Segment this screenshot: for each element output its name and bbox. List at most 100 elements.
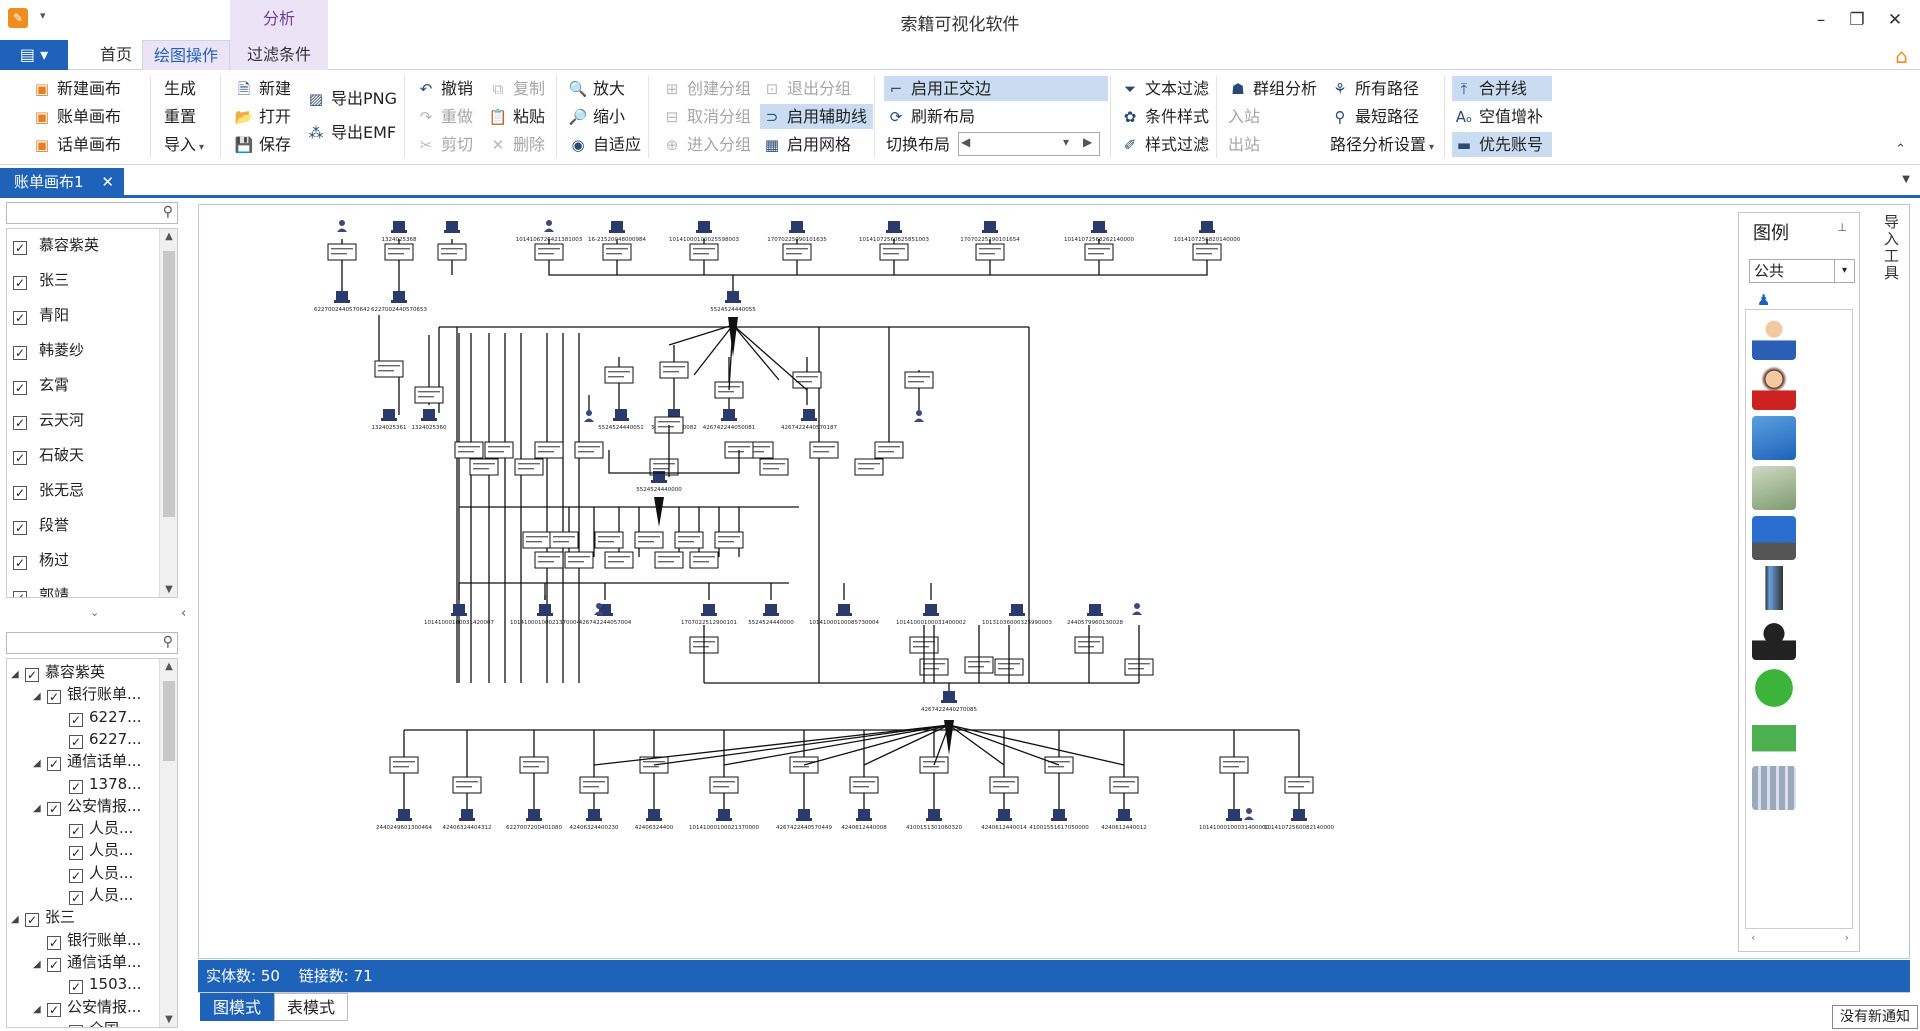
account-node[interactable] <box>613 418 629 421</box>
account-node[interactable] <box>393 291 405 301</box>
node-label[interactable]: 4240612440008 <box>841 825 887 831</box>
account-node[interactable] <box>611 221 623 231</box>
checkbox[interactable]: ✓ <box>47 801 61 816</box>
merge-lines-toggle[interactable]: ⤒合并线 <box>1452 76 1552 101</box>
enter-group-button[interactable]: ⊕进入分组 <box>660 132 757 157</box>
checkbox[interactable]: ✓ <box>13 451 27 465</box>
scroll-right-icon[interactable]: › <box>1844 931 1849 944</box>
scroll-left-icon[interactable]: ‹ <box>1751 931 1756 944</box>
checkbox[interactable]: ✓ <box>47 957 61 972</box>
account-node[interactable] <box>856 818 872 821</box>
prior-account-toggle[interactable]: ▬优先账号 <box>1452 132 1552 157</box>
tab-home[interactable]: 首页 <box>99 45 132 64</box>
person-list-item[interactable]: ✓慕容紫英 <box>13 233 99 257</box>
expand-icon[interactable]: ◢ <box>33 958 41 970</box>
account-node[interactable] <box>461 809 473 819</box>
person-node[interactable] <box>596 603 602 609</box>
node-label[interactable]: 5524524440051 <box>598 425 644 431</box>
node-label[interactable]: 4240612440012 <box>1101 825 1147 831</box>
node-label[interactable]: 42406324400 <box>635 825 674 831</box>
cash-icon[interactable] <box>1752 466 1796 510</box>
legend-horizontal-scrollbar[interactable]: ‹› <box>1747 931 1853 947</box>
call-canvas-button[interactable]: ▣话单画布 <box>30 132 127 157</box>
expand-icon[interactable]: ◢ <box>33 802 41 814</box>
person-list-item[interactable]: ✓张三 <box>13 268 69 292</box>
tab-graph-mode[interactable]: 图模式 <box>200 993 274 1021</box>
node-label[interactable]: 426742244050081 <box>703 425 756 431</box>
node-label[interactable]: 42406324404312 <box>443 825 492 831</box>
account-node[interactable] <box>1011 604 1023 614</box>
account-node[interactable] <box>398 809 410 819</box>
person-list-item[interactable]: ✓郭靖 <box>13 583 69 597</box>
account-node[interactable] <box>393 221 405 231</box>
chat-icon[interactable] <box>1752 666 1796 710</box>
account-node[interactable] <box>926 818 942 821</box>
reset-button[interactable]: 重置 <box>164 107 197 126</box>
person-node[interactable] <box>586 410 592 416</box>
grid-toggle[interactable]: ▦启用网格 <box>760 132 857 157</box>
person-node[interactable] <box>916 410 922 416</box>
account-node[interactable] <box>444 230 460 233</box>
account-node[interactable] <box>423 409 435 419</box>
person-list-item[interactable]: ✓青阳 <box>13 303 69 327</box>
fit-button[interactable]: ◉自适应 <box>566 132 647 157</box>
account-node[interactable] <box>588 809 600 819</box>
expand-icon[interactable]: ◢ <box>33 1003 41 1015</box>
account-node[interactable] <box>996 818 1012 821</box>
node-label[interactable]: 4240612440014 <box>981 825 1027 831</box>
splitter-down-icon[interactable]: ⌄ <box>90 606 100 619</box>
copy-button[interactable]: ⧉复制 <box>486 76 551 101</box>
checkbox[interactable]: ✓ <box>13 346 27 360</box>
tab-filter-conditions[interactable]: 过滤条件 <box>230 40 328 70</box>
cond-style-button[interactable]: ✿条件样式 <box>1118 104 1215 129</box>
person-list-scrollbar[interactable]: ▲ ▼ <box>159 229 177 597</box>
account-node[interactable] <box>334 300 350 303</box>
checkbox[interactable]: ✓ <box>69 734 83 749</box>
file-menu-button[interactable]: ▤ ▾ <box>0 40 68 70</box>
account-node[interactable] <box>1093 221 1105 231</box>
account-node[interactable] <box>801 418 817 421</box>
scroll-up-icon[interactable]: ▲ <box>165 231 173 242</box>
checkbox[interactable]: ✓ <box>47 935 61 950</box>
scroll-down-icon[interactable]: ▼ <box>165 584 173 595</box>
new-button[interactable]: 🗎新建 <box>232 76 297 101</box>
checkbox[interactable]: ✓ <box>13 416 27 430</box>
shortest-path-button[interactable]: ⚲最短路径 <box>1328 104 1425 129</box>
delete-button[interactable]: ✕删除 <box>486 132 551 157</box>
account-node[interactable] <box>1199 230 1215 233</box>
import-tool-side-tab[interactable]: 导入工具 <box>1882 214 1900 282</box>
home-icon[interactable]: ⌂ <box>1895 44 1908 68</box>
person-list-item[interactable]: ✓云天河 <box>13 408 84 432</box>
node-label[interactable]: 6227002440570642 <box>314 307 370 313</box>
arrow-right-icon[interactable]: ▶ <box>1083 135 1093 149</box>
checkbox[interactable]: ✓ <box>25 913 39 928</box>
node-label[interactable]: 1324025361 <box>372 425 407 431</box>
account-node[interactable] <box>723 409 735 419</box>
account-node[interactable] <box>838 604 850 614</box>
account-node[interactable] <box>651 480 667 483</box>
tab-draw-operations[interactable]: 绘图操作 <box>142 40 230 71</box>
tree-node[interactable]: ✓人员... <box>55 839 133 861</box>
person-node[interactable] <box>914 418 924 423</box>
person-node[interactable] <box>337 228 347 233</box>
tree-node[interactable]: ✓6227... <box>55 728 141 750</box>
person-list-item[interactable]: ✓韩菱纱 <box>13 338 84 362</box>
node-label[interactable]: 1324025360 <box>412 425 447 431</box>
account-node[interactable] <box>526 818 542 821</box>
node-label[interactable]: 10141000100031400002 <box>896 620 966 626</box>
account-node[interactable] <box>453 604 465 614</box>
account-node[interactable] <box>716 818 732 821</box>
node-label[interactable]: 426742244057004 <box>579 620 632 626</box>
tree-node[interactable]: ✓1503... <box>55 973 141 995</box>
node-label[interactable]: 4267422440570187 <box>781 425 837 431</box>
all-paths-button[interactable]: ⚘所有路径 <box>1328 76 1425 101</box>
in-station-button[interactable]: 入站 <box>1228 107 1261 126</box>
refresh-layout-button[interactable]: ⟳刷新布局 <box>884 104 981 129</box>
expand-icon[interactable]: ◢ <box>33 691 41 703</box>
minimize-button[interactable]: – <box>1816 10 1826 30</box>
account-node[interactable] <box>1226 818 1242 821</box>
account-node[interactable] <box>599 604 611 614</box>
text-filter-button[interactable]: ⏷文本过滤 <box>1118 76 1215 101</box>
node-label[interactable]: 5524524440000 <box>748 620 794 626</box>
